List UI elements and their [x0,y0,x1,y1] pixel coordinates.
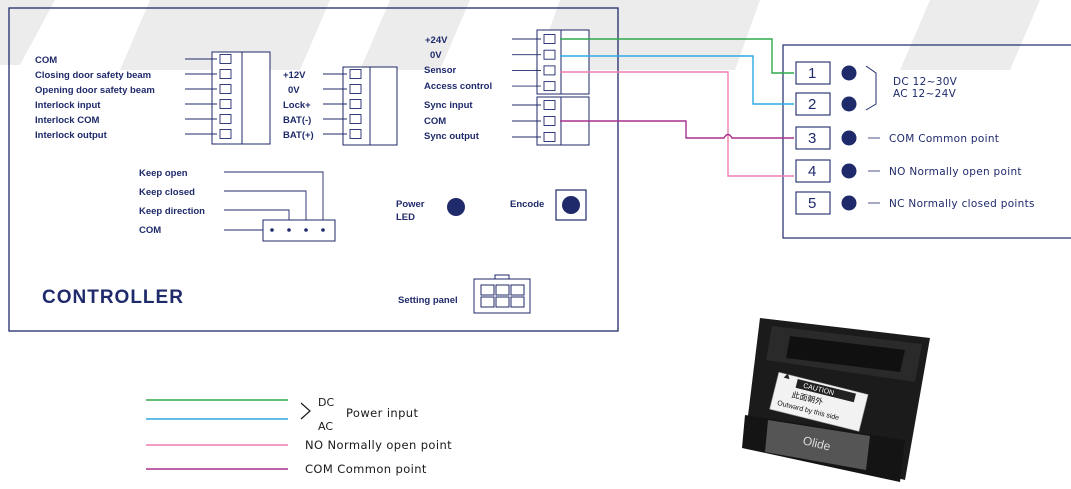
sensor-terminal-3 [795,126,831,150]
block-a-label: Closing door safety beam [35,70,151,81]
no-wire [560,71,794,177]
legend-dc-label: DC [318,396,334,409]
block-a-pin [219,84,232,94]
terminal-5-label: NC Normally closed points [889,198,1035,210]
power-led-label: LED [396,212,415,223]
mode-label: Keep direction [139,206,205,217]
power-led-indicator [447,198,465,216]
block-b-pin [349,84,362,94]
block-c-label: Sensor [424,65,457,76]
block-a-label: Interlock output [35,130,108,141]
block-b-label: BAT(+) [283,130,314,141]
sensor-terminal-number: 2 [808,96,816,113]
controller-title: CONTROLLER [42,287,184,308]
legend-no-label: NO Normally open point [305,438,452,452]
block-a-label: Interlock COM [35,115,99,126]
sensor-terminal-dot [841,65,857,81]
block-d-pin [543,132,556,142]
power-led-label: Power [396,199,425,210]
mode-label: COM [139,225,161,236]
block-b-label: 0V [288,85,300,96]
sensor-terminal-number: 5 [808,195,816,212]
terminal-block-b [323,66,398,146]
block-a-pin [219,129,232,139]
terminal-3-label: COM Common point [889,133,999,145]
block-b-pin [349,114,362,124]
terminal-4-label: NO Normally open point [889,166,1022,178]
block-b-pin [349,69,362,79]
legend-power-input-label: Power input [346,406,418,420]
wires [560,38,794,177]
block-d-label: Sync output [424,131,480,142]
ac-wire [560,55,794,105]
legend-ac-label: AC [318,420,333,433]
mode-label: Keep closed [139,187,195,198]
block-c-label: Access control [424,81,492,92]
sensor-terminal-number: 1 [808,65,816,82]
block-b-labels: +12V 0V Lock+ BAT(-) BAT(+) [283,70,314,141]
sensor-terminal-1 [795,61,831,85]
block-d-label: COM [424,116,446,127]
sensor-terminal-dot [841,163,857,179]
sensor-terminals: 1 2 3 4 5 [795,61,857,215]
background-watermark [0,0,1040,70]
mode-label: Keep open [139,168,188,179]
sensor-terminal-4 [795,159,831,183]
block-a-pin [219,54,232,64]
setting-panel-label: Setting panel [398,295,458,306]
encode-button-knob [562,196,580,214]
block-a-pin [219,114,232,124]
block-d-pin [543,100,556,110]
block-a-label: Interlock input [35,100,101,111]
sensor-terminal-2 [795,92,831,116]
legend: DC AC Power input NO Normally open point… [146,396,452,476]
block-c-pin [543,34,556,44]
legend-com-label: COM Common point [305,462,427,476]
block-c-label: +24V [425,35,448,46]
block-b-label: Lock+ [283,100,311,111]
block-a-labels: COM Closing door safety beam Opening doo… [35,55,155,141]
block-c-labels: +24V 0V Sensor Access control [424,35,492,92]
block-b-label: +12V [283,70,306,81]
block-c-pin [543,49,556,60]
sensor-product-photo: CAUTION 此面朝外 Outward by this side Olide [742,318,930,482]
terminal-block-a [185,51,271,145]
block-a-label: COM [35,55,57,66]
block-b-pin [349,99,362,109]
com-wire [560,120,794,139]
mode-selector: Keep open Keep closed Keep direction COM [139,168,336,242]
setting-panel-connector [473,274,531,314]
dc-wire [560,38,794,74]
block-a-pin [219,69,232,79]
sensor-terminal-dot [841,130,857,146]
power-dc-label: DC 12~30V [893,76,958,88]
block-c-pin [543,65,556,76]
sensor-terminal-5 [795,191,831,215]
block-c-label: 0V [430,50,442,61]
sensor-terminal-dot [841,96,857,112]
block-d-pin [543,116,556,126]
block-b-pin [349,129,362,139]
sensor-terminal-number: 4 [808,163,816,180]
controller-box [8,7,619,332]
terminal-block-c [512,29,590,95]
brand-logo: Olide [801,433,832,453]
block-c-pin [543,81,556,92]
block-d-label: Sync input [424,100,473,111]
power-brace [865,65,877,111]
sensor-terminal-dot [841,195,857,211]
encode-label: Encode [510,199,544,210]
block-d-labels: Sync input COM Sync output [424,100,480,142]
legend-brace [300,402,311,420]
power-ac-label: AC 12~24V [893,88,957,100]
sensor-box [782,44,1071,239]
block-a-pin [219,99,232,109]
sensor-terminal-number: 3 [808,130,816,147]
block-b-label: BAT(-) [283,115,311,126]
block-a-label: Opening door safety beam [35,85,155,96]
